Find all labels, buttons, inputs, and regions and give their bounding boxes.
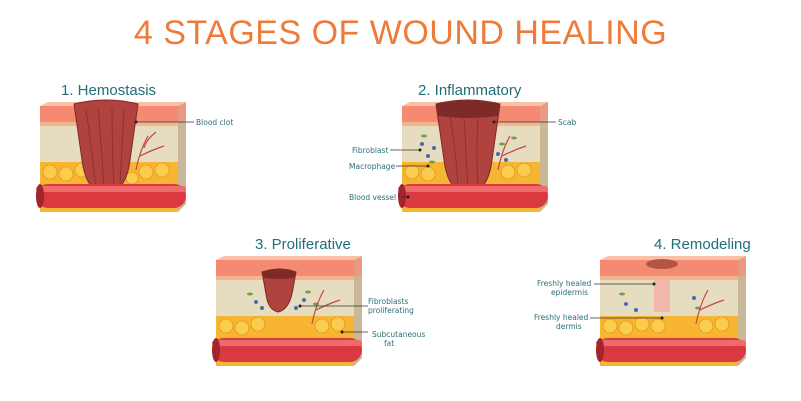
label-blood-vessel: Blood vessel xyxy=(349,193,397,202)
stage-4-title: 4. Remodeling xyxy=(654,236,751,253)
stage-2-skin-block xyxy=(390,99,556,212)
stage-3-skin-block xyxy=(212,256,368,366)
label-epidermis-2: epidermis xyxy=(551,288,589,297)
label-fibroblasts-proliferating-1: Fibroblasts xyxy=(368,297,409,306)
label-subcutaneous-fat-2: fat xyxy=(384,339,395,348)
stage-2-title: 2. Inflammatory xyxy=(418,82,522,99)
label-blood-clot: Blood clot xyxy=(196,118,234,127)
label-fibroblast: Fibroblast xyxy=(352,146,389,155)
label-epidermis-1: Freshly healed xyxy=(537,279,592,288)
label-macrophage: Macrophage xyxy=(349,162,396,171)
stage-4-skin-block xyxy=(590,256,746,366)
stage-1-skin-block xyxy=(36,99,194,212)
label-scab: Scab xyxy=(558,118,577,127)
stage-1-title: 1. Hemostasis xyxy=(61,82,157,99)
label-fibroblasts-proliferating-2: proliferating xyxy=(368,306,414,315)
page-title: 4 STAGES OF WOUND HEALING xyxy=(133,14,668,52)
stage-3-title: 3. Proliferative xyxy=(255,236,351,253)
label-dermis-1: Freshly healed xyxy=(534,313,589,322)
label-dermis-2: dermis xyxy=(556,322,582,331)
label-subcutaneous-fat-1: Subcutaneous xyxy=(372,330,426,339)
